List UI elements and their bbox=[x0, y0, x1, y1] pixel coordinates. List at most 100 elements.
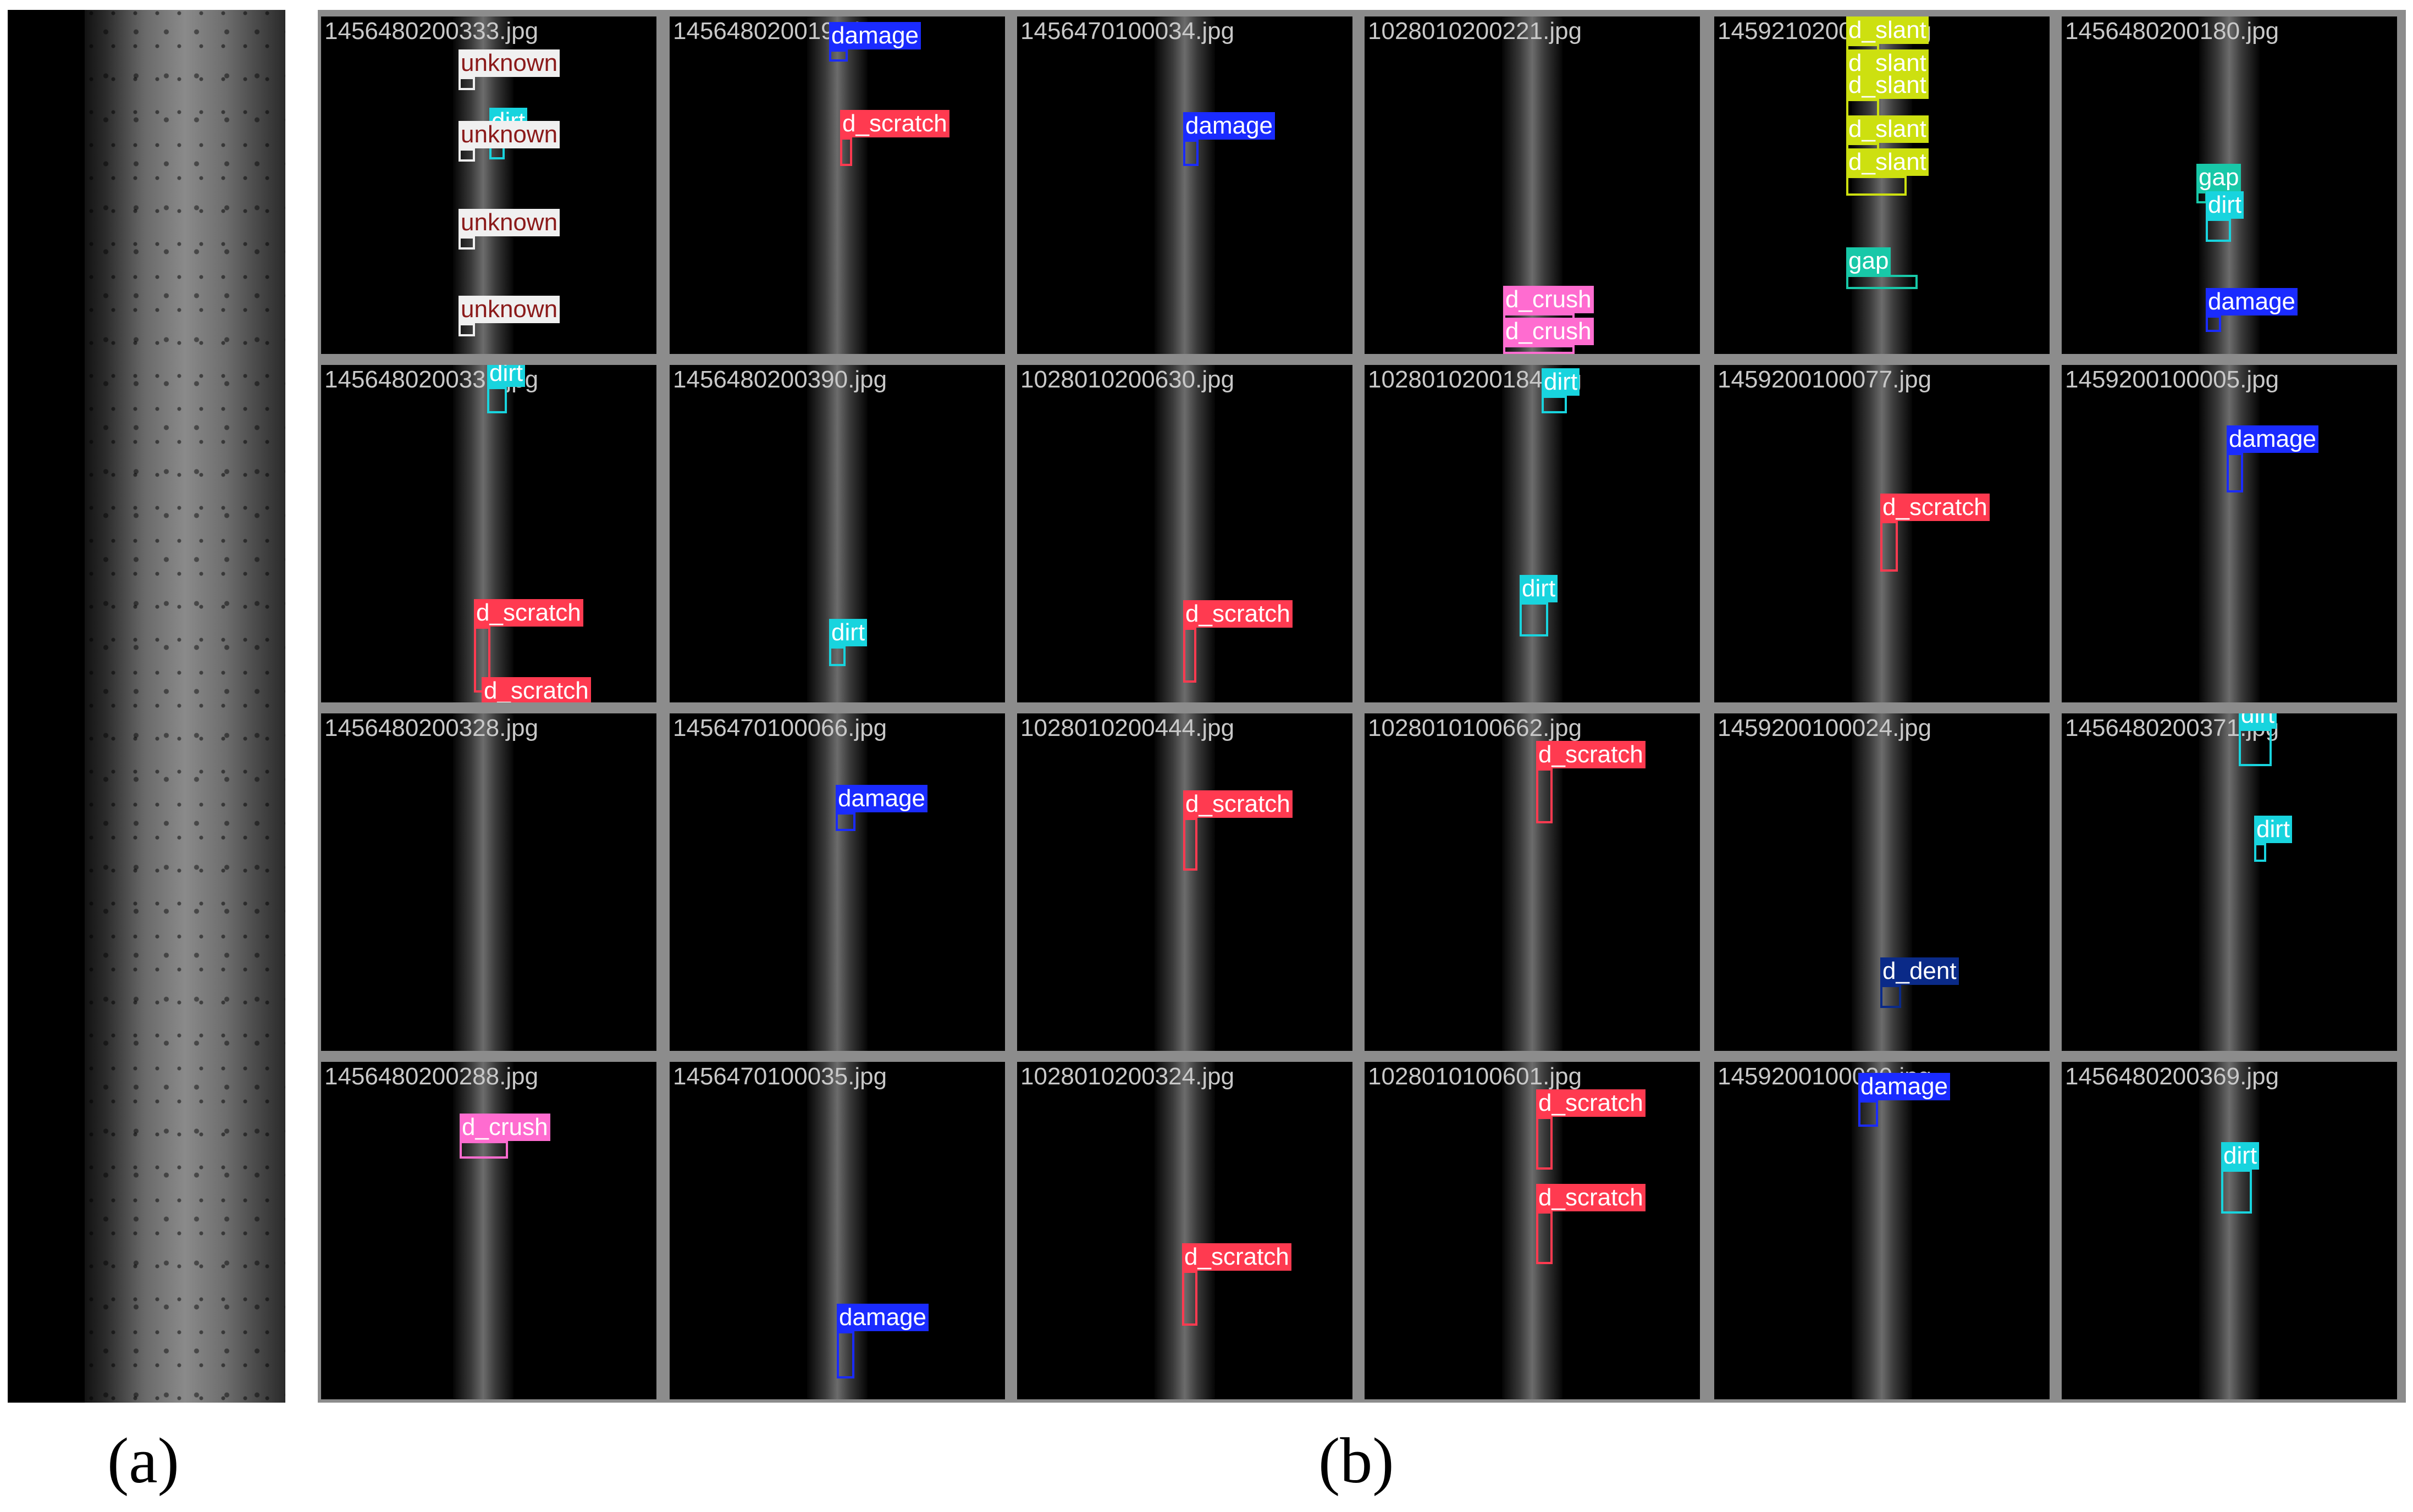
grid-tile: 1456470100034.jpg damage bbox=[1017, 16, 1352, 354]
detection: unknown bbox=[459, 121, 560, 162]
detection-label: d_crush bbox=[1503, 286, 1594, 313]
tile-filename: 1456470100034.jpg bbox=[1020, 18, 1235, 45]
detection: d_scratch bbox=[1536, 741, 1646, 823]
rail-surface bbox=[453, 1062, 513, 1399]
rail-surface bbox=[2199, 1062, 2260, 1399]
tile-filename: 1456470100035.jpg bbox=[673, 1063, 887, 1090]
detection: d_scratch bbox=[1536, 1184, 1646, 1264]
rail-surface bbox=[1155, 16, 1215, 354]
bounding-box bbox=[2239, 729, 2272, 766]
bounding-box bbox=[840, 137, 852, 166]
bounding-box bbox=[837, 1331, 854, 1378]
tile-filename: 1028010200324.jpg bbox=[1020, 1063, 1235, 1090]
detection-label: damage bbox=[1858, 1073, 1951, 1100]
bounding-box bbox=[487, 387, 507, 413]
detection: damage bbox=[836, 785, 928, 831]
detection: damage bbox=[1858, 1073, 1951, 1127]
bounding-box bbox=[459, 323, 475, 336]
bounding-box bbox=[1846, 275, 1918, 289]
grid-tile: 1456470100035.jpg damage bbox=[670, 1062, 1005, 1399]
detection-label: d_scratch bbox=[1182, 1243, 1291, 1271]
detection-label: gap bbox=[1846, 247, 1891, 275]
detection: d_crush bbox=[1503, 318, 1594, 354]
rail-surface bbox=[85, 10, 285, 1403]
bounding-box bbox=[2254, 843, 2266, 862]
detection: d_dent bbox=[1880, 957, 1959, 1008]
tile-filename: 1456480200390.jpg bbox=[673, 366, 887, 393]
bounding-box bbox=[460, 1141, 508, 1159]
detection: d_crush bbox=[460, 1114, 550, 1159]
tile-filename: 1456470100066.jpg bbox=[673, 715, 887, 741]
bounding-box bbox=[459, 77, 475, 90]
detection-label: dirt bbox=[829, 619, 868, 646]
tile-filename: 1456480200369.jpg bbox=[2065, 1063, 2279, 1090]
bounding-box bbox=[459, 148, 475, 162]
bounding-box bbox=[1536, 768, 1553, 823]
grid-tile: 1456470100066.jpg damage bbox=[670, 713, 1005, 1051]
bounding-box bbox=[1183, 628, 1196, 683]
bounding-box bbox=[1503, 345, 1575, 354]
bounding-box bbox=[1542, 396, 1567, 413]
detection: d_slant bbox=[1846, 148, 1929, 196]
detection: d_scratch bbox=[1183, 790, 1293, 871]
detection-label: d_slant bbox=[1846, 148, 1929, 176]
detection: damage bbox=[2206, 288, 2298, 332]
grid-tile: 1456480200333.jpgunknowndirtunknownunkno… bbox=[321, 16, 656, 354]
detection: d_scratch bbox=[1183, 600, 1293, 683]
tile-filename: 1459200100005.jpg bbox=[2065, 366, 2279, 393]
detection-label: damage bbox=[2206, 288, 2298, 315]
tile-filename: 1456480200333.jpg bbox=[324, 18, 539, 45]
rail-surface bbox=[807, 713, 868, 1051]
grid-tile: 1456480200328.jpg bbox=[321, 713, 656, 1051]
detection: d_scratch bbox=[840, 110, 949, 166]
bounding-box bbox=[1183, 818, 1197, 871]
detection-label: d_scratch bbox=[1183, 790, 1293, 818]
detection-label: d_dent bbox=[1880, 957, 1959, 985]
detection-label: d_scratch bbox=[1536, 1089, 1646, 1117]
detection-label: unknown bbox=[459, 121, 560, 148]
detection-label: dirt bbox=[1520, 575, 1558, 602]
rail-surface bbox=[453, 365, 513, 702]
detection-label: d_scratch bbox=[474, 599, 583, 627]
tile-filename: 1459200100024.jpg bbox=[1718, 715, 1932, 741]
grid-tile: 1028010200324.jpg d_scratch bbox=[1017, 1062, 1352, 1399]
tile-filename: 1028010100601.jpg bbox=[1368, 1063, 1582, 1090]
detection-label: unknown bbox=[459, 49, 560, 77]
detection-label: damage bbox=[829, 22, 921, 49]
detection: dirt bbox=[2221, 1142, 2260, 1214]
detection-label: dirt bbox=[487, 365, 526, 387]
detection: unknown bbox=[459, 49, 560, 90]
bounding-box bbox=[2221, 1170, 2252, 1214]
bounding-box bbox=[1880, 521, 1898, 572]
bounding-box bbox=[1183, 140, 1199, 166]
grid-tile: 1459200100024.jpg d_dent bbox=[1714, 713, 2050, 1051]
bounding-box bbox=[829, 646, 846, 666]
detection-label: dirt bbox=[2239, 713, 2277, 729]
bounding-box bbox=[2206, 219, 2231, 242]
detection: dirt bbox=[1542, 368, 1580, 413]
bounding-box bbox=[459, 236, 475, 250]
detection-label: dirt bbox=[2206, 191, 2244, 219]
detection: d_slant bbox=[1846, 115, 1929, 163]
detection: dirt bbox=[2254, 816, 2293, 862]
tile-filename: 1028010100662.jpg bbox=[1368, 715, 1582, 741]
detection: damage bbox=[1183, 112, 1275, 166]
detection: unknown bbox=[459, 296, 560, 336]
detection: d_slant bbox=[1846, 71, 1929, 119]
detection-label: d_slant bbox=[1846, 71, 1929, 99]
detection-label: d_slant bbox=[1846, 16, 1929, 44]
detection: d_scratch bbox=[1536, 1089, 1646, 1170]
bounding-box bbox=[1520, 602, 1548, 636]
rail-surface bbox=[807, 16, 868, 354]
detection-label: dirt bbox=[2221, 1142, 2260, 1170]
detection-label: damage bbox=[837, 1304, 929, 1331]
